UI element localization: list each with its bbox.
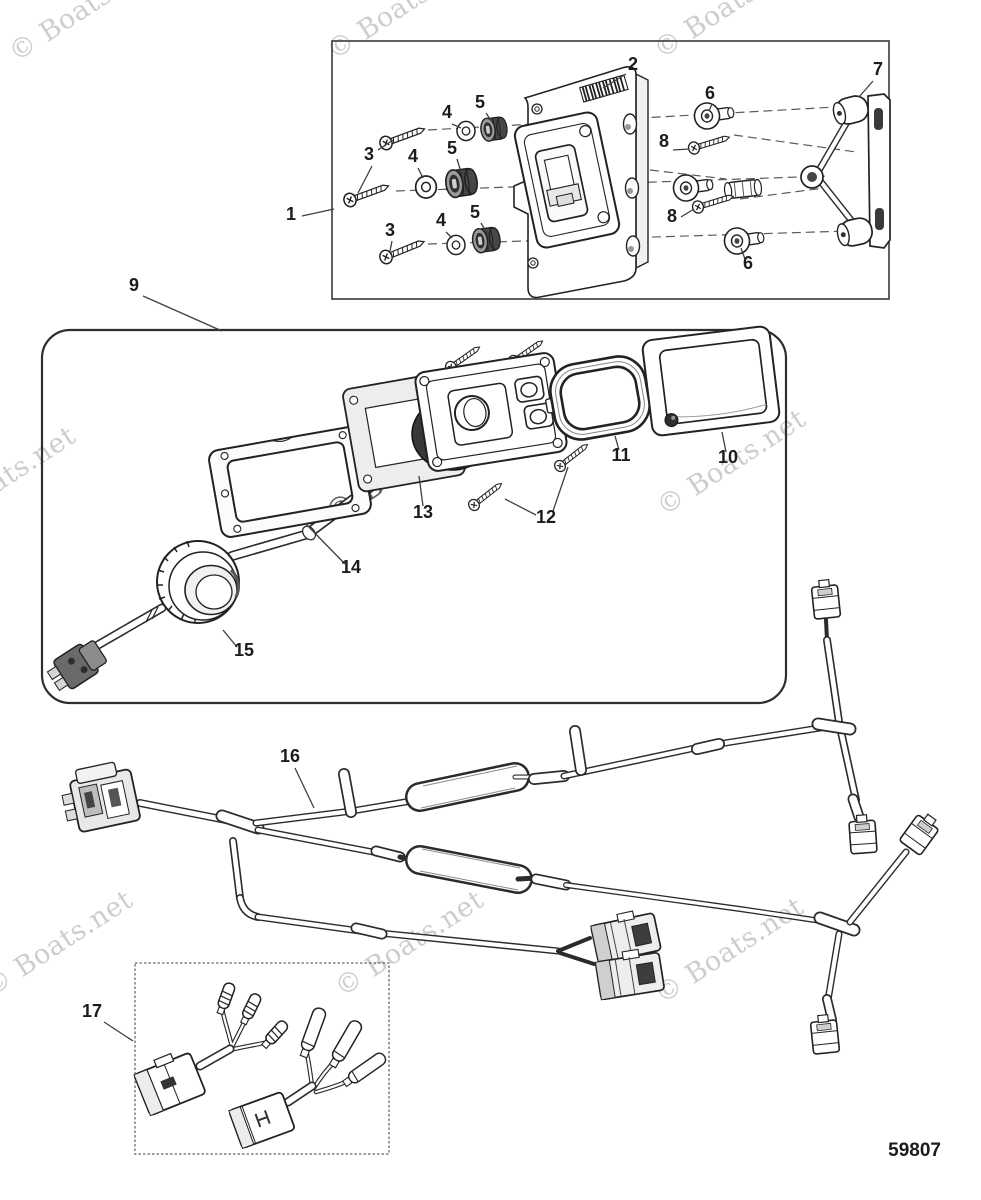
callout-5: 5: [475, 92, 485, 112]
callout-8: 8: [659, 131, 669, 151]
switch-assembly: [342, 352, 568, 493]
callout-5: 5: [447, 138, 457, 158]
washer: [446, 234, 466, 256]
bezel-cover: [641, 325, 781, 437]
callout-6: 6: [743, 253, 753, 273]
bracket-screw: [686, 130, 732, 157]
callout-2: 2: [628, 54, 638, 74]
callout-14: 14: [341, 557, 361, 577]
alignment-dash-line: [739, 187, 825, 200]
callout-16: 16: [280, 746, 300, 766]
gasket-plate: [208, 426, 372, 538]
grommet: [470, 225, 503, 255]
callout-17: 17: [82, 1001, 102, 1021]
bullet-terminal: [296, 1005, 328, 1060]
callout-3: 3: [385, 220, 395, 240]
panel-screw: [465, 478, 506, 514]
callout-3: 3: [364, 144, 374, 164]
top-assembly-contents: [341, 66, 891, 299]
harness-connector: [808, 1012, 841, 1056]
alignment-dash-line: [649, 169, 727, 180]
callout-4: 4: [436, 210, 446, 230]
cap-knob: [156, 540, 240, 624]
mount-screw: [377, 121, 428, 153]
mount-screw: [341, 178, 392, 210]
watermark: © Boats.net: [0, 884, 138, 1003]
leader-lines: [103, 73, 874, 1042]
watermark: © Boats.net: [648, 0, 808, 65]
callout-13: 13: [413, 502, 433, 522]
callout-12: 12: [536, 507, 556, 527]
diagram-number: 59807: [888, 1140, 941, 1161]
grommet: [478, 114, 510, 143]
switch-assembly-panel-border: [40, 328, 788, 705]
adapter-plug: [133, 1052, 206, 1117]
switch-assembly-contents: [46, 325, 781, 692]
callout-7: 7: [873, 59, 883, 79]
callout-5: 5: [470, 202, 480, 222]
harness-connector: [847, 813, 878, 855]
mounting-plate: [513, 66, 649, 299]
callout-9: 9: [129, 275, 139, 295]
ring-terminal: [214, 980, 237, 1017]
bullet-terminal: [340, 1050, 389, 1090]
flanged-nut: [692, 98, 737, 132]
washer: [414, 175, 438, 199]
callout-15: 15: [234, 640, 254, 660]
washer: [456, 120, 476, 142]
harness-connector: [809, 577, 842, 621]
barcode-label: [579, 74, 629, 103]
flanged-nut: [722, 223, 767, 257]
ring-terminal: [259, 1018, 291, 1051]
callout-10: 10: [718, 447, 738, 467]
mounting-bracket: [800, 93, 891, 249]
adapter-plug: [228, 1091, 295, 1150]
watermark: © Boats.net: [3, 0, 163, 68]
ring-terminal: [237, 991, 264, 1027]
callout-11: 11: [611, 445, 630, 465]
watermark: © Boats.net: [321, 0, 481, 66]
plate-connector-recess: [513, 111, 621, 249]
cable-connector: [46, 640, 107, 692]
callout-labels: 1 2 3 3 4 4 4 5 5 5 6 6 7 8 8 9 10 11 12…: [82, 54, 883, 1021]
callout-1: 1: [286, 204, 296, 224]
callout-6: 6: [705, 83, 715, 103]
callout-4: 4: [408, 146, 418, 166]
callout-8: 8: [667, 206, 677, 226]
adapter-harness-contents: [133, 980, 389, 1150]
flanged-nut: [671, 170, 716, 204]
harness-main-connector: [61, 761, 141, 833]
oval-gasket: [545, 355, 651, 441]
adapter-harness-panel-border: [134, 962, 390, 1155]
wiring-harness: [61, 577, 944, 1056]
alignment-dash-line: [733, 134, 857, 153]
watermark: © Boats.net: [0, 420, 81, 539]
callout-4: 4: [442, 102, 452, 122]
bullet-terminal: [326, 1017, 365, 1071]
